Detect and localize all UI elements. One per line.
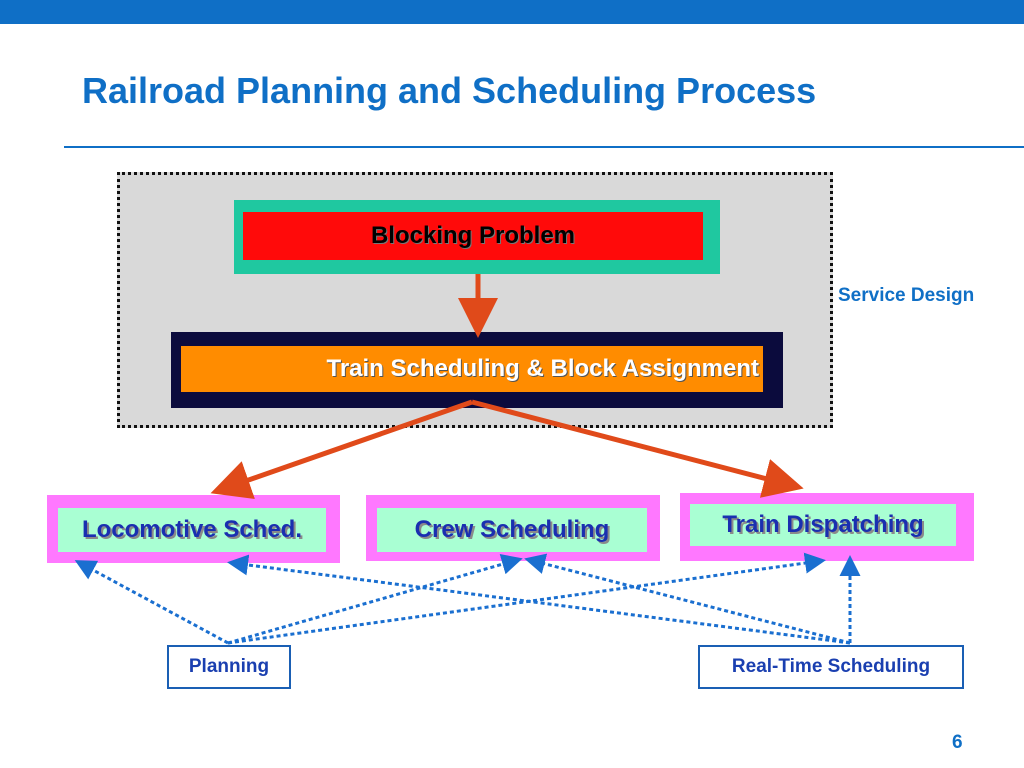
page-number: 6 <box>952 732 963 753</box>
real-time-scheduling-label: Real-Time Scheduling <box>731 656 931 677</box>
dispatching-box: Train Dispatching <box>690 504 956 546</box>
dotted-realtime-to-locomotive <box>227 554 851 645</box>
slide-title: Railroad Planning and Scheduling Process <box>82 70 817 111</box>
dotted-planning-to-crew <box>227 554 523 645</box>
crew-box: Crew Scheduling <box>377 508 647 552</box>
train-scheduling-box: Train Scheduling & Block Assignment <box>181 346 763 392</box>
planning-label: Planning <box>188 656 270 677</box>
blocking-problem-label: Blocking Problem <box>370 222 576 249</box>
dispatching-label: Train Dispatching <box>722 511 924 538</box>
dotted-planning-to-locomotive <box>74 560 229 645</box>
locomotive-box: Locomotive Sched. <box>58 508 326 552</box>
dotted-planning-to-dispatching <box>227 552 826 645</box>
crew-label: Crew Scheduling <box>414 516 610 543</box>
dotted-realtime-to-crew <box>524 553 851 645</box>
planning-box: Planning <box>167 645 291 689</box>
service-design-label: Service Design <box>838 285 975 306</box>
locomotive-label: Locomotive Sched. <box>81 516 303 543</box>
real-time-scheduling-box: Real-Time Scheduling <box>698 645 964 689</box>
blocking-problem-box: Blocking Problem <box>243 212 703 260</box>
train-scheduling-label: Train Scheduling & Block Assignment <box>326 355 759 382</box>
title-divider <box>64 146 1024 148</box>
top-accent-bar <box>0 0 1024 24</box>
